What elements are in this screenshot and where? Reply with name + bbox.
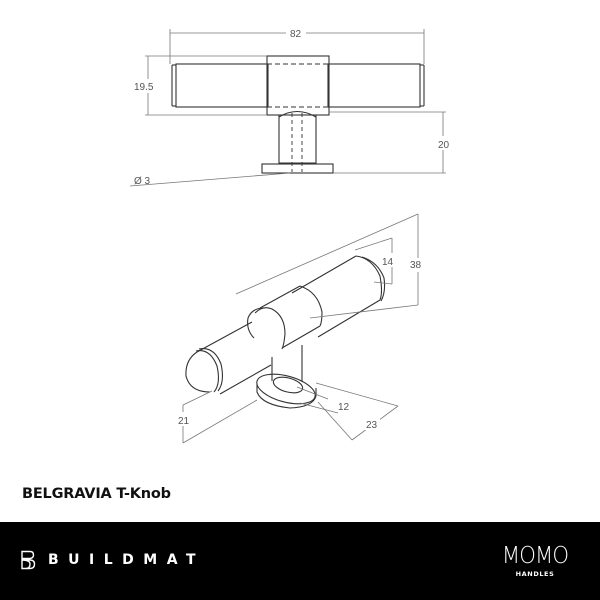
dim-bar-height: 19.5 [134, 82, 154, 93]
dim-stem-height: 20 [438, 140, 450, 151]
dim-bar-diameter: 14 [382, 257, 394, 268]
buildmat-b-icon [21, 550, 36, 570]
technical-drawing: 82 19.5 20 Ø 3 [129, 29, 450, 444]
dim-stem-diameter: 12 [338, 402, 350, 413]
isometric-view [185, 255, 386, 409]
front-view [171, 55, 425, 174]
momo-subtitle: HANDLES [515, 570, 555, 578]
dim-overall-height: 38 [410, 260, 422, 271]
dim-thread-diameter: Ø 3 [134, 176, 151, 187]
dim-overall-length: 82 [290, 29, 302, 40]
buildmat-wordmark: BUILDMAT [48, 552, 206, 568]
buildmat-logo: BUILDMAT [20, 548, 205, 572]
isometric-view-dimensions [182, 213, 419, 444]
footer-bar: BUILDMAT MOMO HANDLES [0, 522, 600, 600]
dim-base-height: 21 [178, 416, 190, 427]
momo-wordmark: MOMO [501, 543, 569, 569]
momo-logo: MOMO HANDLES [490, 544, 580, 578]
dim-base-diameter: 23 [366, 420, 378, 431]
product-title: BELGRAVIA T-Knob [22, 486, 171, 502]
